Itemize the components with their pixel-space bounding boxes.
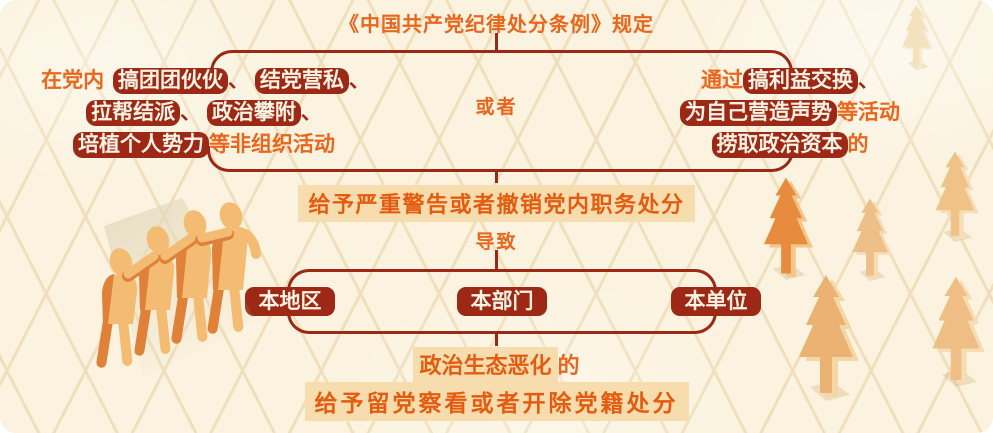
penalty-1-row: 给予严重警告或者撤销党内职务处分: [0, 185, 993, 222]
comma: 、: [180, 101, 202, 124]
person-figure: [96, 248, 138, 368]
violation-tag: 搞团团伙伙: [113, 68, 228, 94]
connector-tick-3: [495, 250, 498, 270]
violation-tag: 结党营私: [254, 68, 349, 94]
connector-tick-2: [495, 169, 498, 183]
left-condition-line2: 拉帮结派、 政治攀附、: [15, 97, 393, 129]
violation-tag: 政治攀附: [206, 100, 301, 126]
violation-tag: 培植个人势力: [73, 132, 209, 158]
left-condition: 在党内 搞团团伙伙、 结党营私、 拉帮结派、 政治攀附、 培植个人势力等非组织活…: [15, 65, 393, 161]
comma: 、: [300, 101, 322, 124]
result-suffix: 的: [557, 353, 580, 378]
pine-tree-icon: [932, 276, 985, 387]
left-condition-line3: 培植个人势力等非组织活动: [15, 129, 393, 161]
linked-arms: [122, 227, 234, 282]
result-highlight: 政治生态恶化: [413, 347, 558, 382]
violation-tag: 为自己营造声势: [680, 100, 837, 126]
bracket-scopes-close: [287, 309, 717, 334]
left-suffix: 等非组织活动: [209, 133, 335, 156]
penalty-2-row: 给予留党察看或者开除党籍处分: [0, 382, 993, 421]
people-arm-in-arm-illustration: [96, 198, 261, 378]
right-mid: 等活动: [837, 101, 900, 124]
result-row: 政治生态恶化的: [0, 347, 993, 382]
person-figure: [171, 210, 212, 344]
connector-tick-top: [495, 33, 498, 50]
bracket-conditions-close: [207, 146, 794, 172]
left-condition-line1: 在党内 搞团团伙伙、 结党营私、: [15, 65, 393, 97]
left-prefix: 在党内: [41, 69, 105, 92]
or-label: 或者: [475, 97, 518, 118]
pine-tree-icon: [799, 275, 859, 401]
connector-tick-4: [495, 331, 498, 346]
pine-tree-icon: [935, 151, 979, 242]
comma: 、: [228, 69, 249, 92]
bracket-conditions: [210, 50, 793, 78]
violation-tag: 搞利益交换: [743, 68, 858, 94]
violation-tag: 拉帮结派: [86, 100, 181, 126]
right-condition: 通过搞利益交换、 为自己营造声势等活动 捞取政治资本的: [630, 65, 950, 161]
penalty-2-band: 给予留党察看或者开除党籍处分: [304, 382, 689, 421]
right-prefix: 通过: [701, 69, 743, 92]
right-suffix: 的: [847, 133, 869, 156]
leads-to-label: 导致: [475, 232, 518, 253]
right-condition-line2: 为自己营造声势等活动: [630, 97, 950, 129]
scope-box-department: 本部门: [457, 287, 547, 316]
pine-tree-icon: [902, 5, 934, 70]
penalty-1-band: 给予严重警告或者撤销党内职务处分: [298, 185, 695, 222]
diagram-title: 《中国共产党纪律处分条例》规定: [339, 14, 654, 36]
person-figure: [207, 202, 261, 334]
comma: 、: [858, 69, 879, 92]
comma: 、: [348, 69, 370, 92]
right-condition-line1: 通过搞利益交换、: [630, 65, 950, 97]
